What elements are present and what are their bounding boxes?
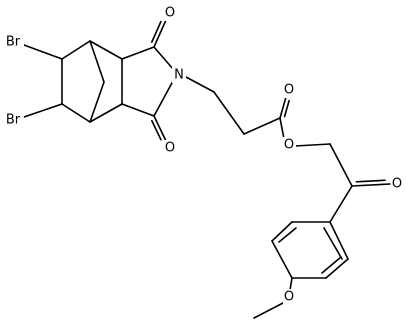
svg-text:O: O [284,83,294,98]
bond-imide-co-top-2 [150,20,162,43]
bond-chain-2 [213,91,245,135]
bond-aryl-5 [271,221,293,242]
bond-ketone [351,183,391,187]
bond-c-br2 [23,103,63,118]
svg-text:O: O [284,138,294,153]
bond-imide-co-top [153,19,167,48]
bond-chain-1 [185,76,215,93]
bond-chain-3 [243,117,281,135]
bond-och2 [294,143,331,147]
svg-text:N: N [174,68,184,83]
bromine-atom-2: Br [2,112,24,128]
bond-ch2-co [329,143,353,187]
bond-aryl-1 [329,221,349,260]
atom-labels: Br Br O N O O O O [2,5,404,305]
nitrogen-atom: N [172,67,186,83]
bond-co-aryl [329,185,353,223]
bond-imide-4 [153,80,174,117]
bond-aryl-4 [271,240,293,279]
bromine-atom-1: Br [2,34,24,50]
oxygen-atom-ester-carbonyl: O [283,82,296,98]
bond-aryl-o [289,277,293,291]
bond-ring-4 [89,103,123,123]
bond-ester-co [279,96,287,119]
oxygen-atom-ester: O [283,137,296,153]
bond-aryl-2 [325,258,349,279]
svg-text:Br: Br [6,113,21,128]
bond-c-br1 [23,44,63,60]
bond-ring-1 [61,40,91,60]
bond-ketone-2 [355,179,387,183]
svg-text:O: O [392,177,402,192]
bond-imide-3 [153,46,174,70]
oxygen-atom-imide-bottom: O [164,140,177,156]
oxygen-atom-imide-top: O [164,5,177,21]
bond-aryl-inner-1 [321,256,342,274]
svg-text:O: O [165,6,175,21]
bond-bridge-2 [89,81,105,123]
svg-text:O: O [284,290,294,305]
svg-text:O: O [165,141,175,156]
bond-imide-co-bot-2 [151,119,162,141]
oxygen-atom-ketone: O [391,176,404,192]
bond-ester-o [279,117,285,140]
bond-imide-co-bot [153,115,167,142]
bond-imide-2 [121,103,155,117]
bonds [23,19,391,319]
bond-bridge-1 [89,40,105,83]
bond-ester-co-2 [283,99,290,118]
bond-ring-2 [89,40,123,60]
svg-text:Br: Br [6,35,21,50]
bond-imide-1 [121,46,155,60]
bond-o-ch3 [253,302,284,319]
bond-ring-5 [61,103,91,123]
bond-aryl-inner-2 [278,227,297,243]
bond-aryl-inner-3 [323,227,343,260]
oxygen-atom-methoxy: O [283,289,296,305]
